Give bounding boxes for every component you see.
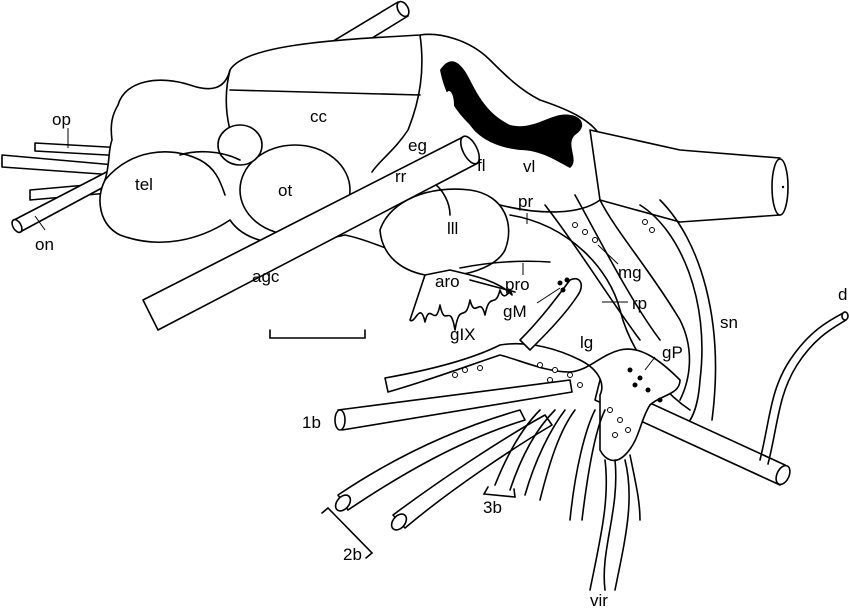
label-gIX: gIX	[450, 325, 476, 344]
label-2b: 2b	[343, 545, 362, 564]
label-on: on	[35, 235, 54, 254]
scale-bar	[269, 329, 366, 339]
label-1b: 1b	[302, 413, 321, 432]
brain	[99, 33, 601, 278]
label-vl: vl	[523, 157, 535, 176]
label-mg: mg	[618, 263, 642, 282]
label-cc: cc	[310, 107, 328, 126]
bracket-2b	[321, 506, 374, 559]
label-pr: pr	[518, 192, 533, 211]
gIX-ganglion	[409, 269, 513, 331]
label-op: op	[52, 110, 71, 129]
spinal-cord	[589, 129, 789, 223]
agc-tube	[142, 135, 481, 331]
label-sn: sn	[720, 313, 738, 332]
label-rp: rp	[632, 294, 647, 313]
label-lg: lg	[580, 333, 593, 352]
label-3b: 3b	[483, 498, 502, 517]
label-d: d	[838, 285, 847, 304]
ventricle	[440, 61, 583, 168]
neuron-dots	[452, 219, 663, 438]
label-agc: agc	[252, 267, 280, 286]
nerve-branches	[334, 379, 641, 591]
label-vir: vir	[590, 591, 608, 610]
nerves	[509, 194, 849, 486]
label-gP: gP	[662, 343, 683, 362]
label-lll: lll	[447, 219, 458, 238]
labels: op on tel ot cc eg rr fl vl lll pr agc a…	[35, 107, 847, 610]
label-fl: fl	[477, 156, 486, 175]
leader-lines	[34, 128, 656, 371]
label-rr: rr	[395, 167, 407, 186]
label-eg: eg	[408, 136, 427, 155]
label-tel: tel	[135, 175, 153, 194]
label-gM: gM	[503, 302, 527, 321]
label-pro: pro	[505, 275, 530, 294]
label-aro: aro	[435, 272, 460, 291]
bracket-3b	[482, 486, 516, 498]
label-ot: ot	[278, 181, 292, 200]
lateral-line-ganglion	[384, 277, 681, 462]
